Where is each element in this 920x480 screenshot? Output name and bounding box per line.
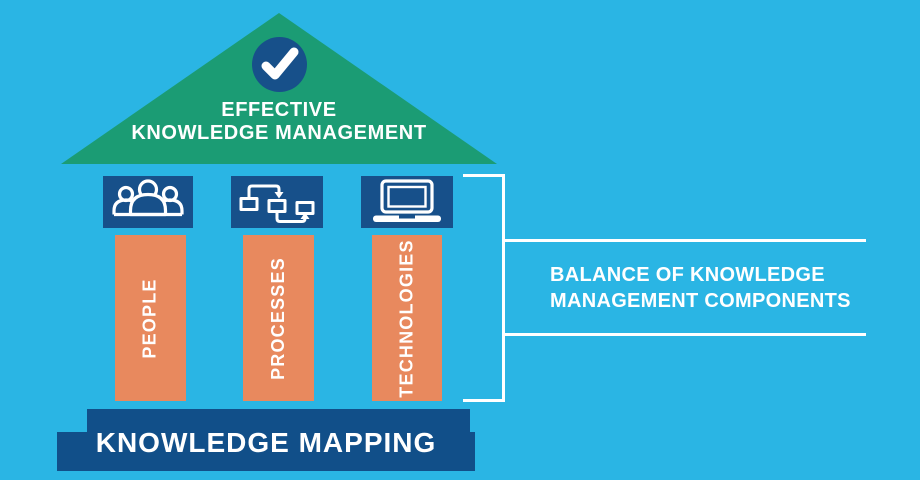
bracket-arm-top (463, 174, 505, 177)
pillar-label-processes: PROCESSES (268, 256, 288, 380)
bracket-rule-bottom (502, 333, 866, 336)
capital-people (103, 176, 193, 228)
bracket-arm-bottom (463, 399, 505, 402)
bracket-vertical-line (502, 174, 505, 402)
roof-title-line1: EFFECTIVE (221, 99, 337, 121)
capital-processes (231, 176, 323, 228)
balance-annotation-line1: BALANCE OF KNOWLEDGE (550, 264, 825, 286)
pillar-label-technologies: TECHNOLOGIES (396, 238, 417, 398)
capital-technologies (361, 176, 453, 228)
pillar-processes: PROCESSES (243, 235, 314, 401)
balance-annotation-line2: MANAGEMENT COMPONENTS (550, 290, 851, 312)
roof-title-line2: KNOWLEDGE MANAGEMENT (131, 122, 427, 144)
base-label: KNOWLEDGE MAPPING (95, 427, 437, 458)
checkmark-icon (261, 47, 299, 80)
roof-title: EFFECTIVE KNOWLEDGE MANAGEMENT (79, 99, 479, 145)
bracket-rule-top (502, 239, 866, 242)
base-step-bottom (57, 432, 475, 471)
people-icon (112, 179, 184, 217)
balance-annotation: BALANCE OF KNOWLEDGE MANAGEMENT COMPONEN… (550, 262, 851, 314)
pillar-label-people: PEOPLE (140, 277, 161, 359)
checkmark-badge (252, 37, 307, 92)
base-step-top (87, 409, 470, 433)
laptop-icon (373, 179, 441, 222)
pillar-technologies: TECHNOLOGIES (372, 235, 442, 401)
pillar-people: PEOPLE (115, 235, 186, 401)
process-icon (239, 184, 315, 223)
